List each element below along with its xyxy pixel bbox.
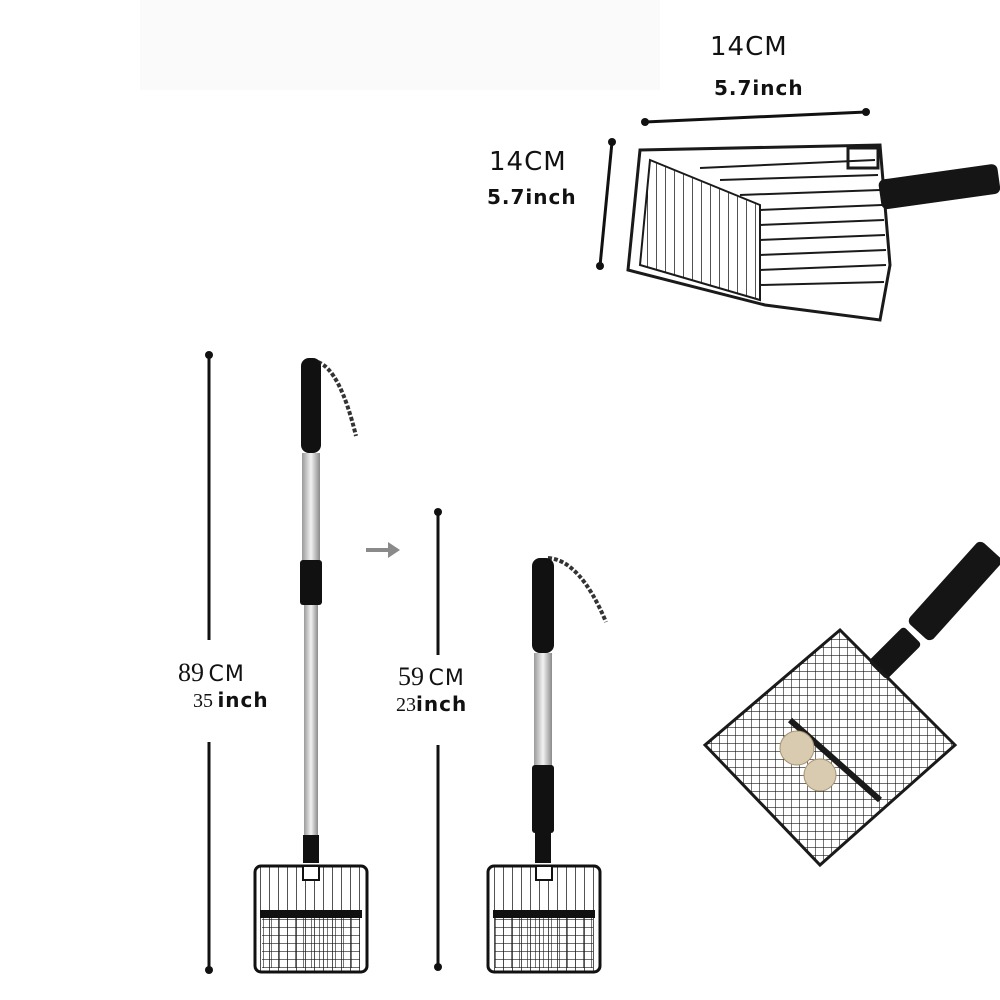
retracted-length-inch: 23inch	[396, 692, 468, 716]
scoop-closeup	[596, 108, 1000, 322]
scoop-in-use	[702, 541, 1000, 868]
top-width-inch: 5.7inch	[714, 76, 804, 100]
extended-scoop	[205, 351, 369, 974]
extended-length-cm: 89 CM	[178, 658, 245, 687]
retracted-scoop	[434, 508, 608, 974]
side-height-inch: 5.7inch	[487, 185, 577, 209]
background-band	[140, 0, 660, 90]
side-height-cm: 14CM	[489, 147, 567, 177]
retracted-length-cm: 59 CM	[398, 662, 465, 691]
width-dimension-line	[644, 110, 867, 124]
arrow-icon	[366, 542, 400, 558]
extended-length-inch: 35 inch	[193, 688, 269, 712]
height-dimension-line	[598, 141, 614, 267]
top-width-cm: 14CM	[710, 32, 788, 62]
